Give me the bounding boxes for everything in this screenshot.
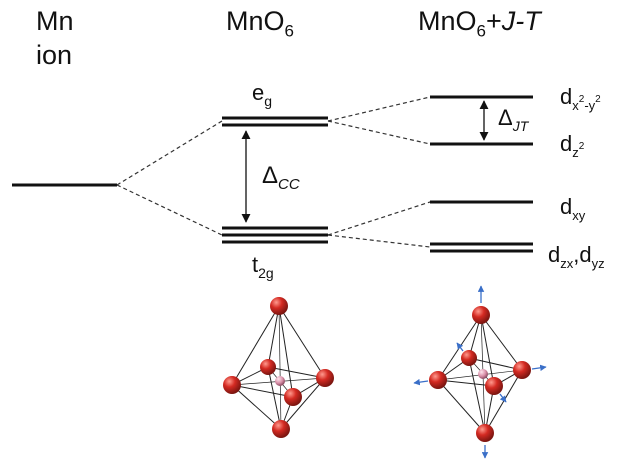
delta-cc-label: ΔCC [262, 162, 300, 193]
connector-eg-dx2y2 [327, 96, 431, 122]
distortion-arrows [413, 285, 547, 459]
octahedron-regular-edges [231, 305, 326, 430]
connector-t2g-dxy [327, 201, 431, 236]
manganese-atom-center-jt [478, 369, 488, 379]
header-mno6-sub: 6 [284, 21, 294, 41]
connector-ion-t2g [116, 184, 223, 236]
header-mn-ion-line2: ion [36, 40, 73, 70]
distortion-arrow-front [499, 393, 507, 403]
header-mno6-jt-main: MnO [418, 6, 477, 36]
oxygen-atom-back-jt [461, 350, 477, 366]
header-mno6-jt-label: J-T [501, 6, 541, 36]
oxygen-atom-right-jt [513, 361, 531, 379]
distortion-arrow-left [413, 378, 429, 386]
header-mno6-jt-plus: + [485, 6, 502, 36]
distortion-arrow-right [531, 364, 547, 372]
header-mno6: MnO6 [226, 6, 294, 46]
header-mno6-jt-sub: 6 [476, 21, 486, 41]
header-mno6-main: MnO [226, 6, 285, 36]
dzx-dyz-label: dzx,dyz [548, 242, 605, 271]
connector-t2g-dzx [327, 234, 431, 248]
header-mn-ion: Mn ion [36, 6, 74, 70]
oxygen-atom-bottom-jt [476, 424, 494, 442]
octahedron-distorted [413, 285, 547, 459]
oxygen-atom-right [316, 369, 334, 387]
t2g-label: t2g [252, 252, 274, 281]
oxygen-atom-bottom [272, 420, 290, 438]
eg-label: eg [252, 80, 272, 109]
oxygen-atom-top [270, 297, 288, 315]
oxygen-atom-left-jt [429, 371, 447, 389]
oxygen-atom-top-jt [472, 306, 490, 324]
dashed-connectors [116, 96, 431, 248]
delta-jt-label: ΔJT [498, 105, 530, 134]
oxygen-atom-front [284, 388, 302, 406]
oxygen-atom-left [223, 376, 241, 394]
distortion-arrow-back [456, 342, 464, 352]
oxygen-atom-front-jt [485, 377, 503, 395]
octahedron-regular [223, 297, 334, 438]
connector-ion-eg [116, 120, 223, 186]
header-mno6-jt: MnO6+J-T [418, 6, 541, 46]
oxygen-atom-back [260, 359, 276, 375]
connector-eg-dz2 [327, 120, 431, 145]
dxy-label: dxy [560, 194, 586, 223]
dx2y2-label: dx2-y2 [560, 84, 601, 113]
header-mn-ion-line1: Mn [36, 6, 74, 36]
dz2-label: dz2 [560, 131, 585, 160]
manganese-atom-center [275, 376, 285, 386]
